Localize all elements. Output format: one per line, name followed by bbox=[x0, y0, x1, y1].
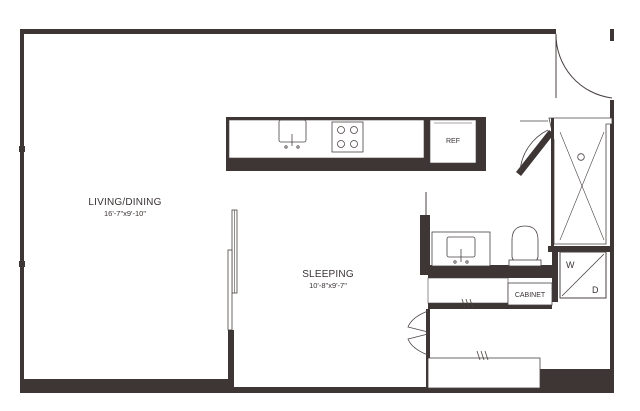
bathroom bbox=[420, 117, 614, 275]
closet: CABINET bbox=[407, 275, 553, 389]
ref-label: REF bbox=[446, 138, 460, 145]
closet-rod-icon bbox=[461, 298, 474, 309]
shower bbox=[516, 117, 614, 252]
left-window-mark-2 bbox=[19, 261, 25, 267]
refrigerator: REF bbox=[426, 117, 486, 171]
washer-label: W bbox=[566, 260, 575, 270]
dryer-label: D bbox=[592, 285, 599, 295]
sleeping-name: SLEEPING bbox=[302, 269, 354, 280]
bottom-wall-living bbox=[20, 379, 232, 393]
left-wall bbox=[20, 29, 24, 393]
toilet-icon bbox=[508, 225, 542, 267]
outer-walls bbox=[19, 29, 614, 393]
sleeping-dims: 10'-8"x9'-7" bbox=[309, 281, 347, 290]
closet-rod-icon-2 bbox=[476, 350, 489, 361]
entry-door bbox=[555, 33, 613, 99]
vanity-sink-icon bbox=[446, 236, 476, 264]
top-wall-right bbox=[610, 29, 614, 41]
cooktop-icon bbox=[331, 121, 364, 153]
bottom-wall-main bbox=[228, 387, 614, 393]
top-wall bbox=[20, 29, 556, 34]
cabinet-label: CABINET bbox=[515, 292, 546, 299]
living-dining-name: LIVING/DINING bbox=[88, 197, 161, 208]
kitchen-island bbox=[226, 117, 426, 171]
left-window-mark-1 bbox=[19, 146, 25, 152]
bath-door bbox=[519, 129, 549, 173]
shower-drain-icon bbox=[577, 153, 585, 161]
bottom-wall-corner bbox=[540, 369, 614, 393]
closet-doors bbox=[407, 310, 429, 356]
washer-dryer: W D bbox=[552, 246, 607, 302]
kitchen-sink-icon bbox=[278, 119, 307, 149]
sleeping-partition bbox=[227, 209, 238, 387]
living-dining-dims: 16'-7"x9'-10" bbox=[104, 209, 146, 218]
